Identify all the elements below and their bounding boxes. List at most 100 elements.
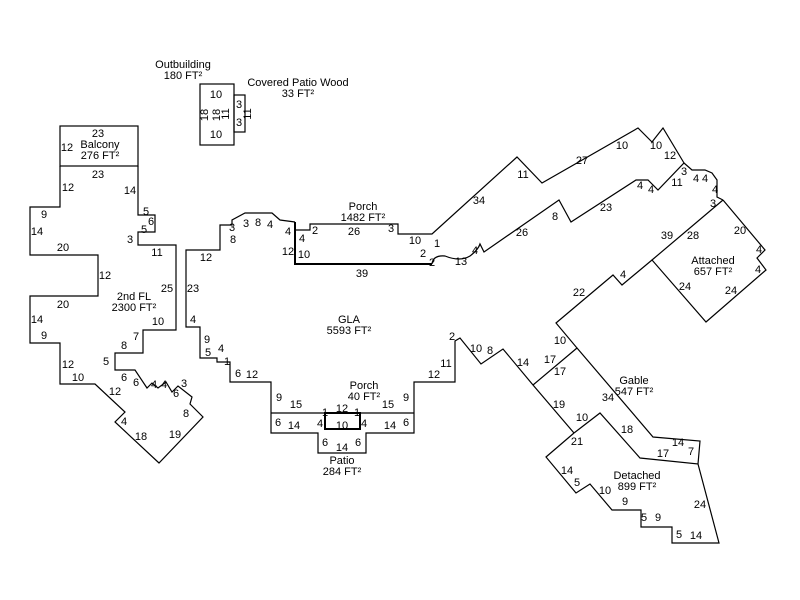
dimension-label-gla: 4 [190, 314, 196, 326]
dimension-label-second-floor: 5 [103, 356, 109, 368]
dimension-label-second-floor: 23 [92, 169, 104, 181]
dimension-label-gla: 34 [602, 392, 614, 404]
gla-outline [185, 212, 575, 454]
area-size-label: 899 FT² [618, 481, 657, 493]
dimension-label-porch-garage: 11 [517, 169, 528, 181]
dimension-label-porch-garage: 4 [702, 173, 708, 185]
dimension-label-gla: 17 [554, 366, 566, 378]
dimension-label-porch-garage: 39 [661, 230, 673, 242]
dimension-label-gla: 3 [243, 218, 249, 230]
dimension-label-gla: 21 [571, 436, 583, 448]
dimension-label-second-floor: 6 [148, 216, 154, 228]
dimension-label-gla: 1 [224, 356, 230, 368]
dimension-label-second-floor: 12 [62, 182, 74, 194]
dimension-label-porch-garage: 26 [348, 226, 360, 238]
dimension-label-porch-garage: 3 [710, 198, 716, 210]
dimension-label-second-floor: 8 [183, 408, 189, 420]
dimension-label-gla: 23 [187, 283, 199, 295]
dimension-label-second-floor: 7 [133, 331, 139, 343]
area-name-label: Porch [350, 380, 379, 392]
dimension-label-outbuilding: 11 [242, 108, 254, 119]
dimension-label-porch-garage: 13 [455, 256, 467, 268]
dimension-label-gla: 3 [229, 222, 235, 234]
dimension-label-gla: 9 [204, 334, 210, 346]
dimension-label-porch-garage: 10 [616, 140, 628, 152]
dimension-label-porch-garage: 24 [725, 285, 737, 297]
dimension-label-porch-garage: 10 [298, 249, 310, 261]
dimension-label-outbuilding: 11 [220, 108, 232, 119]
dimension-label-outbuilding: 18 [199, 109, 211, 121]
dimension-label-second-floor: 10 [152, 316, 164, 328]
dimension-label-porch-garage: 26 [516, 227, 528, 239]
dimension-label-porch-garage: 4 [637, 180, 643, 192]
dimension-label-gla: 2 [449, 331, 455, 343]
dimension-label-second-floor: 4 [151, 379, 157, 391]
dimension-label-porch-garage: 10 [554, 335, 566, 347]
dimension-label-gla: 12 [282, 246, 294, 258]
dimension-label-second-floor: 4 [161, 379, 167, 391]
porch-small-outline [324, 412, 361, 430]
dimension-label-second-floor: 14 [124, 185, 136, 197]
dimension-label-gla: 14 [384, 420, 396, 432]
area-size-label: 5593 FT² [327, 325, 372, 337]
dimension-label-porch-garage: 4 [712, 184, 718, 196]
dimension-label-second-floor: 18 [135, 431, 147, 443]
dimension-label-porch-garage: 4 [755, 264, 761, 276]
area-name-label: GLA [338, 314, 361, 326]
dimension-label-gla: 1 [354, 407, 360, 419]
dimension-label-porch-garage: 4 [693, 173, 699, 185]
dimension-label-porch-garage: 12 [664, 150, 676, 162]
dimension-label-outbuilding: 10 [210, 129, 222, 141]
walls [29, 83, 767, 544]
gla-outline-left [294, 222, 432, 265]
area-size-label: 2300 FT² [112, 302, 157, 314]
area-size-label: 276 FT² [81, 150, 120, 162]
dimension-label-second-floor: 14 [31, 226, 43, 238]
dimension-label-porch-garage: 4 [756, 244, 762, 256]
gla-right-outline [532, 259, 653, 386]
area-name-label: Outbuilding [155, 59, 211, 71]
dimension-label-gla: 8 [487, 345, 493, 357]
dimension-label-gla: 6 [235, 368, 241, 380]
dimension-label-second-floor: 12 [109, 386, 121, 398]
dimension-label-second-floor: 4 [121, 416, 127, 428]
dimension-label-gla: 7 [688, 446, 694, 458]
dimension-label-gla: 9 [622, 496, 628, 508]
porch-outline [295, 126, 685, 235]
dimension-label-gla: 12 [336, 403, 348, 415]
dimension-label-gla: 11 [440, 358, 451, 370]
dimension-label-gla: 5 [676, 529, 682, 541]
area-size-label: 180 FT² [164, 70, 203, 82]
dimension-label-gla: 5 [641, 512, 647, 524]
dimension-label-gla: 4 [361, 418, 367, 430]
dimension-label-gla: 14 [288, 420, 300, 432]
area-name-label: Gable [619, 375, 648, 387]
dimension-label-porch-garage: 20 [734, 225, 746, 237]
dimension-label-second-floor: 9 [41, 209, 47, 221]
dimension-label-porch-garage: 4 [299, 233, 305, 245]
dimension-label-second-floor: 12 [99, 270, 111, 282]
area-name-label: Covered Patio Wood [247, 77, 348, 89]
area-name-label: Porch [349, 201, 378, 213]
dimension-label-second-floor: 20 [57, 242, 69, 254]
dimension-label-porch-garage: 27 [576, 155, 588, 167]
dimension-label-porch-garage: 10 [650, 140, 662, 152]
dimension-label-second-floor: 20 [57, 299, 69, 311]
dimension-label-gla: 5 [574, 477, 580, 489]
dimension-label-porch-garage: 28 [687, 230, 699, 242]
dimension-label-porch-garage: 8 [552, 211, 558, 223]
dimension-label-porch-garage: 2 [312, 225, 318, 237]
dimension-label-porch-garage: 4 [648, 184, 654, 196]
balcony-outline [59, 125, 139, 167]
dimension-label-second-floor: 14 [31, 314, 43, 326]
dimension-label-second-floor: 6 [133, 377, 139, 389]
dimension-label-porch-garage: 4 [472, 245, 478, 257]
dimension-label-gla: 4 [218, 343, 224, 355]
area-size-label: 547 FT² [615, 386, 654, 398]
covered-patio-outline [233, 94, 246, 133]
dimension-label-second-floor: 6 [173, 388, 179, 400]
dimension-label-gla: 12 [428, 369, 440, 381]
dimension-label-gla: 10 [470, 343, 482, 355]
dimension-label-gla: 14 [517, 357, 529, 369]
